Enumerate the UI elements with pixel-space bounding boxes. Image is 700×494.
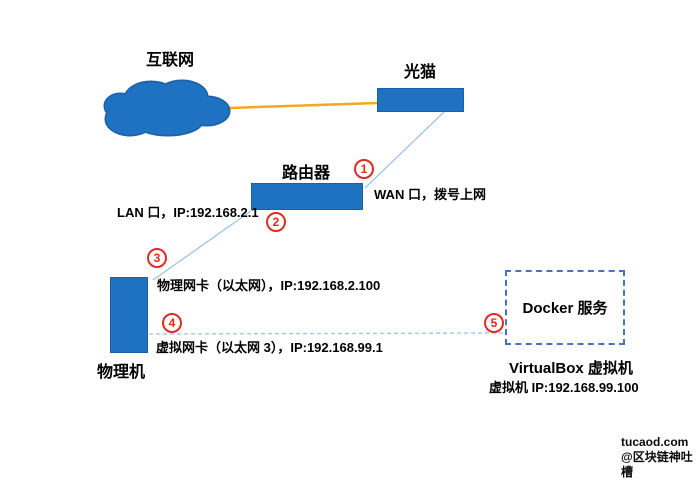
step-marker-5: 5: [484, 313, 504, 333]
step-marker-4: 4: [162, 313, 182, 333]
internet-cloud-icon: [103, 79, 231, 137]
modem-label: 光猫: [404, 64, 437, 81]
router-box: [251, 183, 363, 210]
watermark-site: tucaod.com: [621, 435, 689, 449]
modem-box: [377, 88, 464, 112]
step-marker-1: 1: [354, 159, 374, 179]
virtualbox-ip-label: 虚拟机 IP:192.168.99.100: [489, 380, 639, 395]
physical-vm-dashed-link: [148, 332, 506, 335]
wan-port-label: WAN 口，拨号上网: [374, 187, 486, 202]
step-number-4: 4: [168, 316, 176, 330]
step-number-3: 3: [153, 251, 161, 265]
step-number-1: 1: [360, 162, 368, 176]
lan-port-label: LAN 口，IP:192.168.2.1: [117, 205, 259, 220]
step-number-5: 5: [490, 316, 498, 330]
step-number-2: 2: [272, 215, 280, 229]
docker-label: Docker 服务: [522, 300, 608, 317]
step-marker-3: 3: [147, 248, 167, 268]
router-physical-link: [152, 210, 252, 281]
docker-box: Docker 服务: [505, 270, 625, 345]
physical-nic-label: 物理网卡（以太网），IP:192.168.2.100: [157, 278, 381, 293]
internet-modem-link: [229, 101, 378, 110]
step-marker-2: 2: [266, 212, 286, 232]
modem-router-link: [364, 111, 445, 189]
internet-label: 互联网: [146, 52, 195, 69]
router-label: 路由器: [282, 165, 331, 182]
watermark-handle: @区块链神吐槽: [621, 450, 693, 479]
virtualbox-label: VirtualBox 虚拟机: [509, 360, 633, 377]
virtual-nic-label: 虚拟网卡（以太网 3），IP:192.168.99.1: [156, 340, 383, 355]
watermark: tucaod.com @区块链神吐槽: [621, 435, 700, 480]
physical-machine-box: [110, 277, 148, 353]
physical-machine-label: 物理机: [97, 364, 146, 381]
